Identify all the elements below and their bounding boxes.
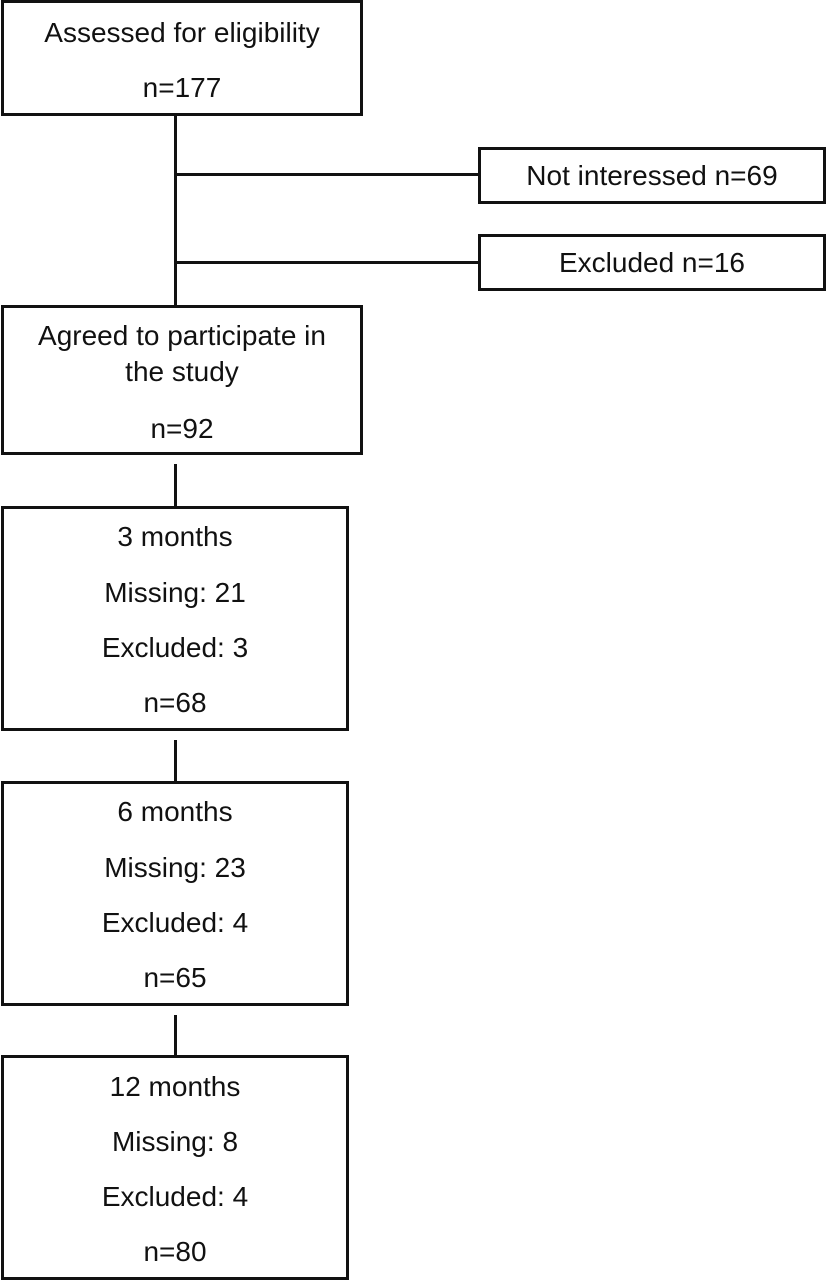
followup-missing: Missing: 8 — [111, 1126, 239, 1157]
assessed-count: n=177 — [142, 72, 222, 103]
followup-12-months-box: 12 months Missing: 8 Excluded: 4 n=80 — [1, 1055, 349, 1280]
branch-connector-excluded — [174, 261, 480, 264]
assessed-box: Assessed for eligibility n=177 — [1, 0, 363, 116]
agreed-box: Agreed to participate in the study n=92 — [1, 305, 363, 455]
followup-missing: Missing: 23 — [104, 852, 246, 883]
followup-count: n=68 — [143, 687, 207, 718]
agreed-count: n=92 — [150, 413, 214, 444]
followup-count: n=65 — [143, 962, 207, 993]
followup-title: 3 months — [117, 521, 233, 552]
followup-missing: Missing: 21 — [104, 577, 246, 608]
followup-title: 12 months — [109, 1071, 241, 1102]
agreed-title-line1: Agreed to participate in — [38, 320, 326, 351]
not-interested-box: Not interessed n=69 — [478, 147, 826, 204]
followup-excluded: Excluded: 4 — [101, 1181, 249, 1212]
excluded-box: Excluded n=16 — [478, 234, 826, 291]
followup-excluded: Excluded: 3 — [101, 632, 249, 663]
branch-connector-not-interested — [174, 173, 480, 176]
followup-6-months-box: 6 months Missing: 23 Excluded: 4 n=65 — [1, 781, 349, 1006]
followup-excluded: Excluded: 4 — [101, 907, 249, 938]
main-connector-top — [174, 116, 177, 307]
assessed-title: Assessed for eligibility — [44, 17, 320, 48]
connector-agreed-to-3-months — [174, 464, 177, 507]
excluded-label: Excluded n=16 — [558, 246, 746, 278]
not-interested-label: Not interessed n=69 — [526, 159, 778, 191]
followup-count: n=80 — [143, 1236, 207, 1267]
connector-3-to-6-months — [174, 740, 177, 782]
connector-6-to-12-months — [174, 1015, 177, 1056]
agreed-title-line2: the study — [125, 356, 239, 387]
followup-title: 6 months — [117, 796, 233, 827]
followup-3-months-box: 3 months Missing: 21 Excluded: 3 n=68 — [1, 506, 349, 731]
